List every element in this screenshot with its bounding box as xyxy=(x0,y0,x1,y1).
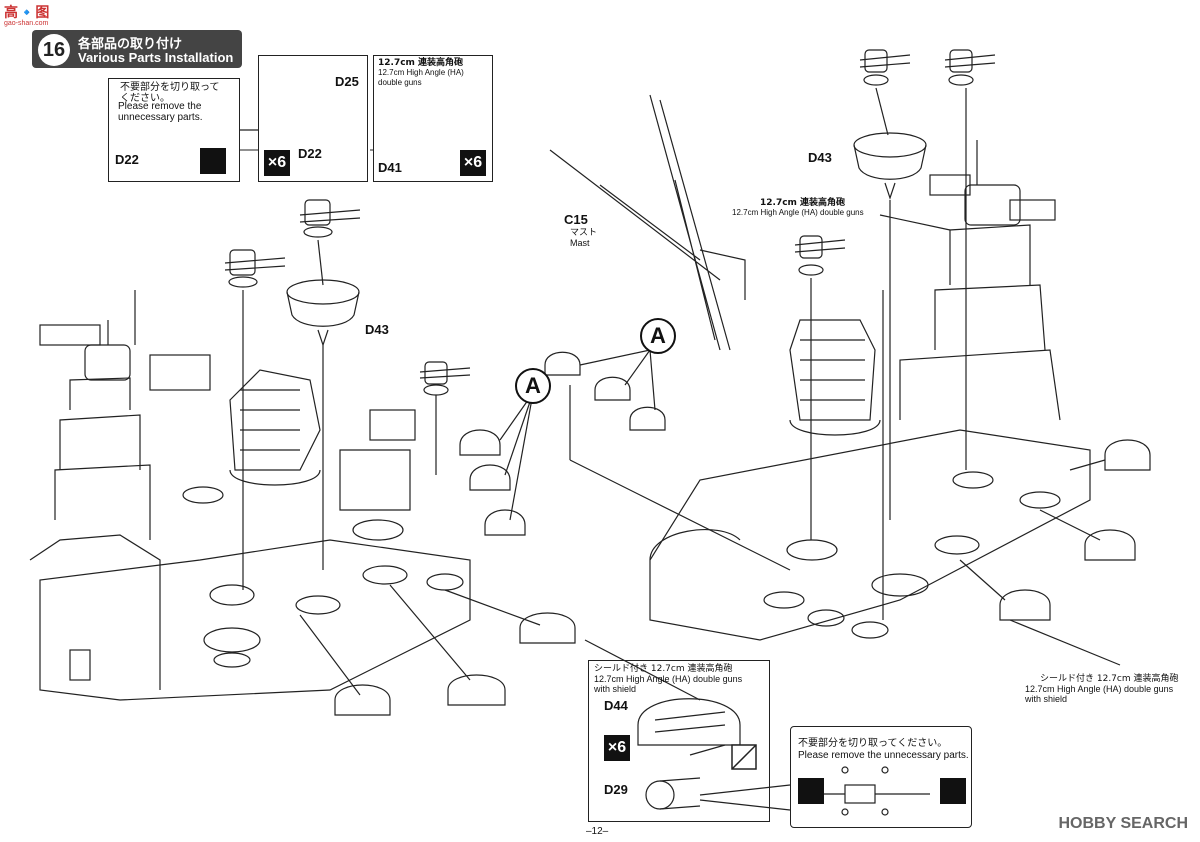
remove-note-jp: 不要部分を切り取ってください。 xyxy=(798,738,948,749)
callout-a-left: A xyxy=(515,368,551,404)
shield-gun-box xyxy=(588,660,770,822)
shield-box-title-jp: シールド付き 12.7cm 連装高角砲 xyxy=(594,664,733,674)
quantity-badge: ×6 xyxy=(604,735,630,761)
part-label-d22-inset: D22 xyxy=(115,152,139,167)
inset-left-note-jp: 不要部分を切り取って ください。 xyxy=(120,82,220,104)
quantity-badge: ×6 xyxy=(460,150,486,176)
mast-label-jp: マスト xyxy=(570,228,598,238)
shield-box-title-en: 12.7cm High Angle (HA) double guns xyxy=(594,674,743,684)
watermark-footer: HOBBY SEARCH xyxy=(1058,815,1189,832)
part-label-c15: C15 xyxy=(564,212,588,227)
mast-label-en: Mast xyxy=(570,238,590,248)
gun-label-en: 12.7cm High Angle (HA) double guns xyxy=(732,208,864,217)
inset-gun-title-jp: 12.7cm 連装高角砲 xyxy=(378,58,464,68)
cut-icon xyxy=(798,778,824,804)
shield-label-en: 12.7cm High Angle (HA) double guns xyxy=(1025,684,1174,694)
step-title-en: Various Parts Installation xyxy=(78,50,234,65)
step-title-jp: 各部品の取り付け xyxy=(78,37,183,52)
watermark-logo: 高🔹图 xyxy=(4,5,50,21)
part-label-d29: D29 xyxy=(604,782,628,797)
part-label-d44: D44 xyxy=(604,698,628,713)
shield-label-jp: シールド付き 12.7cm 連装高角砲 xyxy=(1040,674,1179,684)
shield-box-title-en-2: with shield xyxy=(594,684,637,694)
part-label-d22: D22 xyxy=(298,146,322,161)
remove-note-en: Please remove the unnecessary parts. xyxy=(798,750,969,761)
inset-left-note-en: Please remove the unnecessary parts. xyxy=(118,101,203,123)
shield-label-en-2: with shield xyxy=(1025,694,1068,704)
cut-icon xyxy=(200,148,226,174)
inset-gun-title-en: 12.7cm High Angle (HA) double guns xyxy=(378,68,464,87)
part-label-d43-right: D43 xyxy=(808,150,832,165)
quantity-badge: ×6 xyxy=(264,150,290,176)
part-label-d25: D25 xyxy=(335,74,359,89)
callout-a-right: A xyxy=(640,318,676,354)
step-number: 16 xyxy=(38,34,70,66)
watermark-site: gao-shan.com xyxy=(4,20,49,27)
gun-label-jp: 12.7cm 連装高角砲 xyxy=(760,198,846,208)
part-label-d41: D41 xyxy=(378,160,402,175)
page-number: –12– xyxy=(586,826,609,837)
remove-parts-box xyxy=(790,726,972,828)
cut-icon xyxy=(940,778,966,804)
part-label-d43-left: D43 xyxy=(365,322,389,337)
